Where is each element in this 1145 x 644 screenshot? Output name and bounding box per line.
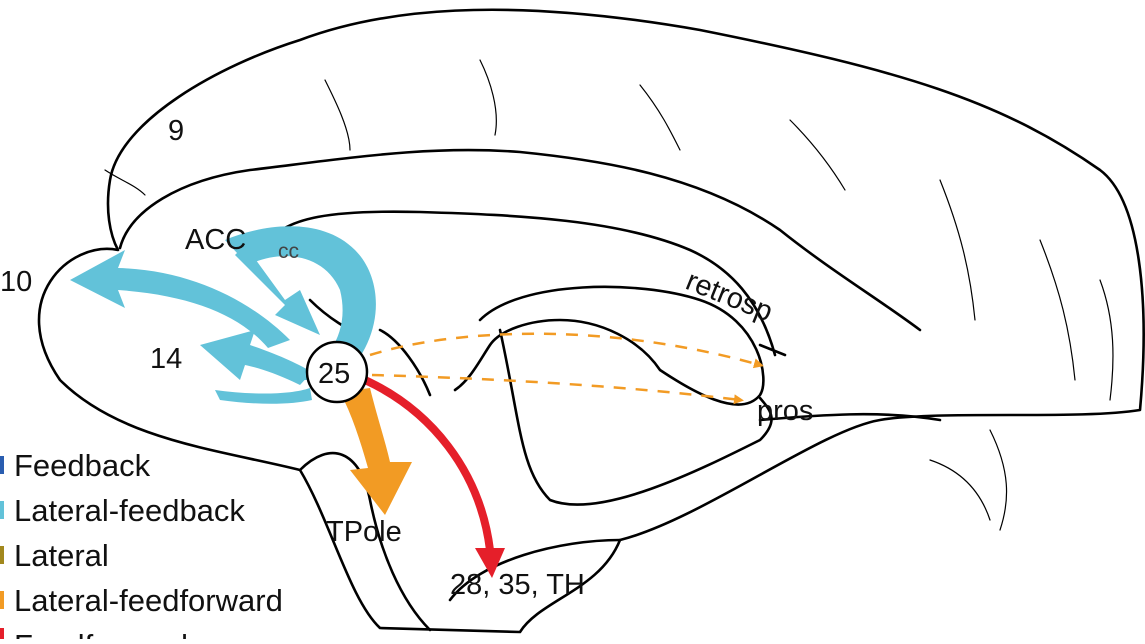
label-area-10: 10: [0, 266, 32, 298]
legend-swatch-lateral: [0, 546, 4, 564]
label-tpole: TPole: [326, 516, 402, 548]
legend: Feedback Lateral-feedback Lateral Latera…: [0, 448, 283, 639]
legend-label-lateral-feedforward: Lateral-feedforward: [14, 583, 283, 618]
legend-label-feedforward: Feedforward: [14, 628, 188, 639]
legend-swatch-feedforward: [0, 628, 4, 639]
sulcus-6: [940, 180, 975, 320]
brainstem-outline: [500, 330, 772, 505]
brain-outline: [39, 10, 1144, 632]
label-area-25: 25: [318, 358, 350, 390]
sulcus-4: [640, 85, 680, 150]
arrow-25-to-retrosp: [370, 334, 760, 365]
legend-label-lateral: Lateral: [14, 538, 109, 573]
legend-swatch-lateral-feedforward: [0, 591, 4, 609]
legend-label-lateral-feedback: Lateral-feedback: [14, 493, 245, 528]
legend-swatch-lateral-feedback: [0, 501, 4, 519]
sulcus-3: [480, 60, 496, 135]
label-area-9: 9: [168, 115, 184, 147]
sulcus-5: [790, 120, 845, 190]
label-area-14: 14: [150, 343, 182, 375]
label-cc: cc: [278, 240, 299, 263]
arrow-25-to-14: [200, 330, 312, 385]
label-hippo: 28, 35, TH: [450, 569, 585, 601]
sulcus-2: [325, 80, 350, 150]
sulcus-7: [1040, 240, 1075, 380]
legend-swatch-feedback: [0, 456, 4, 474]
sulcus-9: [990, 430, 1007, 530]
arrow-25-to-tpole: [340, 388, 412, 515]
sulcus-10: [930, 460, 990, 520]
label-acc: ACC: [185, 224, 246, 256]
legend-label-feedback: Feedback: [14, 448, 151, 483]
label-pros: pros: [757, 395, 813, 427]
sulcus-1: [105, 170, 145, 195]
sulcus-8: [1100, 280, 1113, 400]
arrow-25-to-14-lower: [215, 388, 312, 404]
